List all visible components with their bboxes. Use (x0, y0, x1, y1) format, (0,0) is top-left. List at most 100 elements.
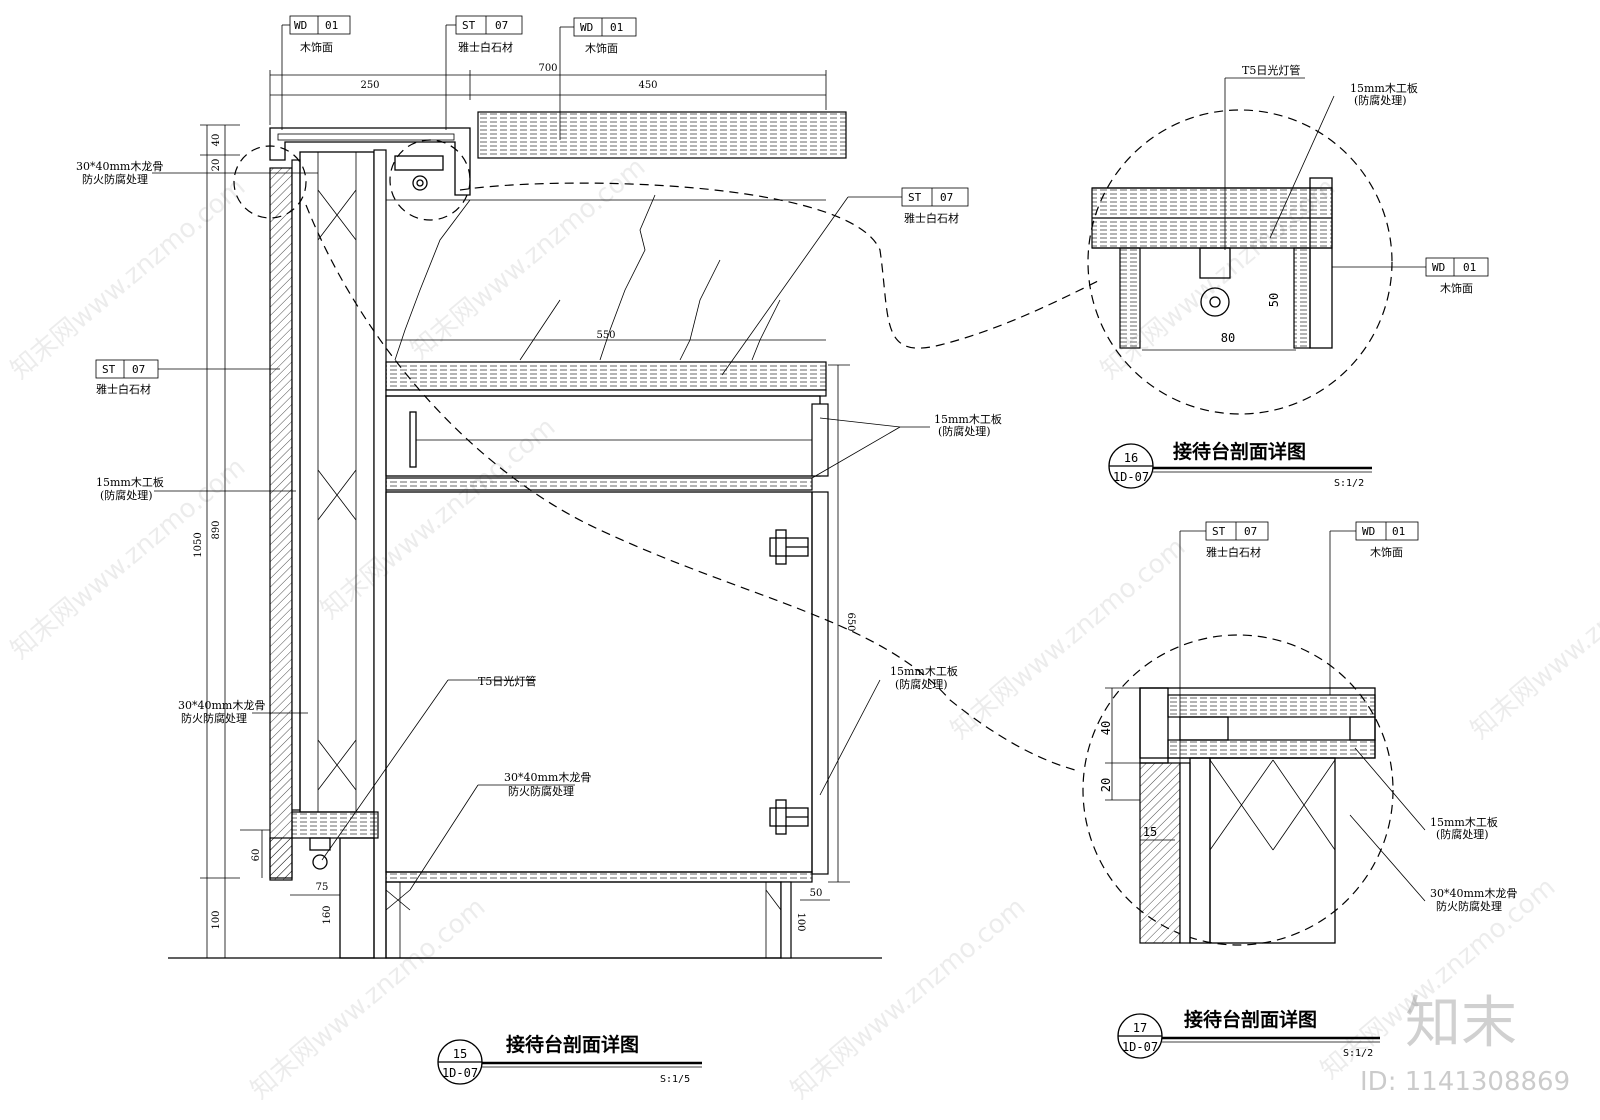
detail-circle-16-ref (389, 139, 471, 221)
svg-text:知末网www.znzmo.com: 知末网www.znzmo.com (315, 412, 561, 625)
cabinet-bottom-board (385, 871, 813, 883)
svg-text:防火防腐处理: 防火防腐处理 (1436, 899, 1502, 913)
title-15: 15 1D-07 接待台剖面详图 S:1/5 (437, 1033, 702, 1085)
svg-text:木饰面: 木饰面 (1370, 545, 1403, 559)
title-15-text: 接待台剖面详图 (506, 1033, 639, 1056)
dim-550: 550 (596, 330, 615, 341)
wood-countertop (477, 111, 847, 159)
dim-60: 60 (251, 849, 262, 862)
hinge-bottom (769, 799, 809, 835)
title-16: 16 1D-07 接待台剖面详图 S:1/2 (1108, 440, 1372, 489)
dim-20: 20 (211, 159, 222, 172)
dim-650: 650 (845, 612, 856, 631)
title-16-text: 接待台剖面详图 (1173, 440, 1306, 463)
svg-text:ST: ST (102, 363, 116, 376)
svg-text:07: 07 (940, 191, 953, 204)
hinge-top (769, 529, 809, 565)
note-board-right: 15mm木工板 (防腐处理) (819, 664, 958, 796)
main-section: 700 250 450 40 20 1050 890 60 100 (168, 63, 1101, 959)
leader-17 (305, 204, 1076, 771)
svg-text:(防腐处理): (防腐处理) (1354, 93, 1407, 107)
dim-450: 450 (638, 80, 657, 91)
lamp-base (291, 811, 379, 839)
svg-text:WD: WD (1362, 525, 1375, 538)
svg-text:防火防腐处理: 防火防腐处理 (181, 711, 247, 725)
stone-veins (386, 194, 826, 361)
cabinet-body (385, 491, 813, 873)
svg-text:木饰面: 木饰面 (1440, 281, 1473, 295)
svg-text:雅士白石材: 雅士白石材 (1206, 545, 1261, 559)
tag-st07-a: ST 07 雅士白石材 (445, 15, 523, 130)
cabinet-door (811, 491, 829, 875)
leader-16 (459, 182, 1101, 349)
svg-text:知末网www.znzmo.com: 知末网www.znzmo.com (785, 892, 1031, 1105)
svg-text:30*40mm木龙骨: 30*40mm木龙骨 (504, 771, 591, 784)
tag-st07-b: ST 07 雅士白石材 (721, 187, 969, 376)
dim-100-right: 100 (795, 912, 806, 931)
detail-17: 40 20 15 ST 07 雅士白石材 WD 01 木饰面 15mm木工板 (… (1082, 521, 1517, 1059)
dim-1050: 1050 (193, 532, 204, 557)
note-keel-left: 30*40mm木龙骨 防火防腐处理 (178, 699, 308, 725)
svg-text:15mm木工板: 15mm木工板 (890, 664, 958, 678)
svg-text:15mm木工板: 15mm木工板 (1350, 81, 1418, 95)
drawer-box (385, 395, 821, 477)
detail-17-circle (1082, 634, 1394, 946)
label-stone: 雅士白石材 (458, 40, 513, 54)
svg-text:30*40mm木龙骨: 30*40mm木龙骨 (178, 699, 265, 712)
svg-text:(防腐处理): (防腐处理) (1436, 827, 1489, 841)
d16-dim-80: 80 (1221, 331, 1235, 345)
svg-text:16: 16 (1124, 451, 1138, 465)
svg-text:防火防腐处理: 防火防腐处理 (508, 784, 574, 798)
svg-text:(防腐处理): (防腐处理) (100, 488, 153, 502)
d16-lamp-label: T5日光灯管 (1242, 63, 1300, 77)
detail-16: 80 50 T5日光灯管 15mm木工板 (防腐处理) WD 01 木饰面 16… (1087, 63, 1489, 489)
note-board-left: 15mm木工板 (防腐处理) (96, 475, 296, 502)
dim-890: 890 (211, 520, 222, 539)
svg-text:WD: WD (580, 21, 593, 34)
svg-text:ST: ST (462, 19, 476, 32)
tag-wd01-b: WD 01 木饰面 (559, 17, 637, 140)
svg-text:WD: WD (294, 19, 307, 32)
svg-text:07: 07 (495, 19, 508, 32)
tag-st07-c: ST 07 雅士白石材 (95, 359, 280, 396)
note-keel-top-left: 30*40mm木龙骨 防火防腐处理 (76, 160, 318, 186)
dim-50: 50 (810, 888, 823, 899)
svg-text:1D-07: 1D-07 (442, 1066, 478, 1080)
svg-text:知末网www.znzmo.com: 知末网www.znzmo.com (945, 532, 1191, 745)
svg-text:15mm木工板: 15mm木工板 (934, 412, 1002, 426)
dim-100-left: 100 (211, 910, 222, 929)
note-keel-bottom: 30*40mm木龙骨 防火防腐处理 (409, 771, 591, 891)
svg-text:防火防腐处理: 防火防腐处理 (82, 172, 148, 186)
detail-circle-17-ref (233, 145, 307, 219)
svg-text:15: 15 (453, 1047, 467, 1061)
svg-text:WD: WD (1432, 261, 1445, 274)
detail-16-circle (1087, 109, 1393, 415)
svg-text:01: 01 (610, 21, 623, 34)
svg-text:30*40mm木龙骨: 30*40mm木龙骨 (76, 160, 163, 173)
svg-text:01: 01 (325, 19, 338, 32)
title-17-text: 接待台剖面详图 (1184, 1008, 1317, 1031)
svg-text:07: 07 (1244, 525, 1257, 538)
stone-shelf (385, 361, 827, 391)
svg-text:雅士白石材: 雅士白石材 (96, 382, 151, 396)
note-lamp-main: T5日光灯管 (321, 674, 536, 861)
svg-text:01: 01 (1392, 525, 1405, 538)
keel-column (299, 151, 375, 813)
svg-text:ST: ST (908, 191, 922, 204)
svg-text:1D-07: 1D-07 (1122, 1040, 1158, 1054)
image-id-watermark: ID: 1141308869 (1360, 1067, 1570, 1097)
svg-text:ST: ST (1212, 525, 1226, 538)
d17-dim-40: 40 (1099, 721, 1113, 735)
dim-250: 250 (360, 80, 379, 91)
dim-700: 700 (538, 63, 557, 74)
svg-text:T5日光灯管: T5日光灯管 (478, 674, 536, 688)
note-board-right-top: 15mm木工板 (防腐处理) (811, 412, 1002, 479)
svg-text:07: 07 (132, 363, 145, 376)
watermark-layer: 知末网www.znzmo.com 知末网www.znzmo.com 知末网www… (5, 152, 1600, 1105)
left-board (291, 159, 301, 811)
svg-text:30*40mm木龙骨: 30*40mm木龙骨 (1430, 887, 1517, 900)
d17-dim-15: 15 (1143, 825, 1157, 839)
top-cap (269, 127, 471, 196)
svg-text:S:1/5: S:1/5 (660, 1074, 690, 1085)
